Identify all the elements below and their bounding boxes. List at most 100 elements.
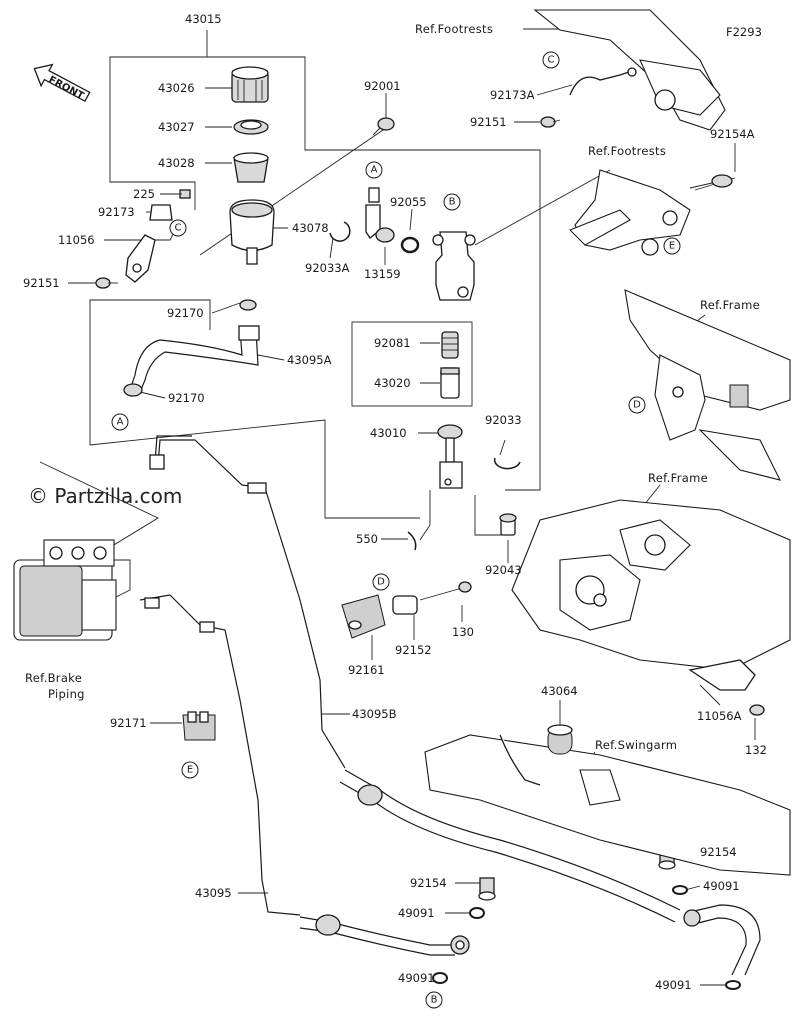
label-11056: 11056 bbox=[58, 233, 95, 247]
marker-C-top: C bbox=[542, 51, 560, 69]
hose-clamp-92170-top bbox=[239, 299, 257, 311]
washer-49091-low bbox=[432, 972, 448, 984]
bolt-92151-left bbox=[95, 277, 118, 289]
hose-43095B bbox=[339, 769, 681, 923]
marker-E-left: E bbox=[181, 761, 199, 779]
label-43028: 43028 bbox=[158, 156, 195, 170]
svg-text:A: A bbox=[117, 417, 124, 428]
label-43027: 43027 bbox=[158, 120, 195, 134]
marker-A-left: A bbox=[111, 413, 129, 431]
ref-frame-lower: Ref.Frame bbox=[648, 471, 708, 485]
washer-49091-mid bbox=[469, 907, 485, 919]
marker-C-left: C bbox=[169, 219, 187, 237]
svg-text:E: E bbox=[187, 765, 193, 776]
piston-43020 bbox=[440, 367, 460, 399]
marker-A-top: A bbox=[365, 161, 383, 179]
label-43095: 43095 bbox=[195, 886, 232, 900]
front-arrow-icon: FRONT bbox=[33, 63, 91, 102]
marker-B-top: B bbox=[443, 193, 461, 211]
part-labels: 43015 43026 43027 43028 225 92173 11056 … bbox=[23, 12, 767, 992]
collar-92152 bbox=[392, 595, 418, 615]
marker-B-bottom: B bbox=[425, 991, 443, 1009]
label-43015: 43015 bbox=[185, 12, 222, 26]
marker-D-right: D bbox=[628, 396, 646, 414]
label-43010: 43010 bbox=[370, 426, 407, 440]
diaphragm-plate-43027 bbox=[233, 119, 269, 135]
label-49091-low: 49091 bbox=[398, 971, 435, 985]
label-92081: 92081 bbox=[374, 336, 411, 350]
label-92151-top: 92151 bbox=[470, 115, 507, 129]
reservoir-tank-43078 bbox=[229, 199, 275, 265]
label-130: 130 bbox=[452, 625, 474, 639]
label-49091-br: 49091 bbox=[655, 978, 692, 992]
banjo-bolt-92154-mid bbox=[478, 877, 496, 901]
label-92161: 92161 bbox=[348, 663, 385, 677]
label-92151-left: 92151 bbox=[23, 276, 60, 290]
ref-brake-piping-line1: Ref.Brake bbox=[25, 671, 82, 685]
fitting-13159 bbox=[365, 187, 395, 243]
push-rod-43010 bbox=[437, 424, 463, 489]
label-225: 225 bbox=[133, 187, 155, 201]
figure-code: F2293 bbox=[726, 25, 762, 39]
brake-line-lower-43095 bbox=[139, 594, 458, 956]
label-92154-right: 92154 bbox=[700, 845, 737, 859]
svg-text:A: A bbox=[371, 165, 378, 176]
label-92171: 92171 bbox=[110, 716, 147, 730]
svg-text:B: B bbox=[449, 197, 456, 208]
label-92173A: 92173A bbox=[490, 88, 535, 102]
label-92154A: 92154A bbox=[710, 127, 755, 141]
circlip-92033 bbox=[493, 457, 521, 470]
marker-E-right: E bbox=[663, 237, 681, 255]
label-92154-mid: 92154 bbox=[410, 876, 447, 890]
hose-clamp-92170-bot bbox=[123, 383, 143, 397]
ref-swingarm: Ref.Swingarm bbox=[595, 738, 677, 752]
brake-line-upper bbox=[149, 435, 346, 769]
svg-text:D: D bbox=[633, 400, 641, 411]
reservoir-hose-43095A bbox=[129, 325, 260, 393]
marker-D-mid: D bbox=[372, 573, 390, 591]
label-550: 550 bbox=[356, 532, 378, 546]
footrest-mid-illustration bbox=[569, 169, 733, 256]
label-92043: 92043 bbox=[485, 563, 522, 577]
label-43095A: 43095A bbox=[287, 353, 332, 367]
washer-49091-right bbox=[672, 885, 688, 895]
pin-92043 bbox=[499, 513, 517, 536]
front-label: FRONT bbox=[47, 74, 86, 102]
master-cylinder-body bbox=[432, 231, 476, 301]
ref-frame-upper: Ref.Frame bbox=[700, 298, 760, 312]
cover-92161 bbox=[341, 594, 386, 639]
svg-text:E: E bbox=[669, 241, 675, 252]
reference-labels: F2293 Ref.Footrests Ref.Footrests Ref.Fr… bbox=[25, 22, 762, 752]
bracket-92173 bbox=[149, 204, 173, 221]
grommet-92171 bbox=[182, 711, 216, 741]
abs-unit bbox=[13, 539, 117, 641]
bolt-225 bbox=[175, 189, 191, 199]
label-43095B: 43095B bbox=[352, 707, 397, 721]
ref-footrests-top: Ref.Footrests bbox=[415, 22, 493, 36]
label-13159: 13159 bbox=[364, 267, 401, 281]
bracket-11056 bbox=[125, 234, 156, 283]
svg-text:C: C bbox=[548, 55, 555, 66]
svg-text:B: B bbox=[431, 995, 438, 1006]
label-43020: 43020 bbox=[374, 376, 411, 390]
label-49091-mid: 49091 bbox=[398, 906, 435, 920]
swingarm-illustration bbox=[424, 724, 791, 876]
bolt-92001 bbox=[372, 117, 395, 136]
label-11056A: 11056A bbox=[697, 709, 742, 723]
reservoir-cap-43026 bbox=[231, 66, 269, 103]
label-43078: 43078 bbox=[292, 221, 329, 235]
label-92173: 92173 bbox=[98, 205, 135, 219]
label-43026: 43026 bbox=[158, 81, 195, 95]
cotter-pin-550 bbox=[407, 531, 417, 551]
bolt-130 bbox=[419, 581, 472, 601]
label-92055: 92055 bbox=[390, 195, 427, 209]
label-92170-top: 92170 bbox=[167, 306, 204, 320]
frame-lower-illustration bbox=[511, 499, 791, 716]
oring-92055 bbox=[400, 236, 420, 254]
label-49091-right: 49091 bbox=[703, 879, 740, 893]
svg-text:D: D bbox=[377, 577, 385, 588]
circlip-92033A bbox=[329, 221, 351, 242]
footrest-top-illustration bbox=[533, 9, 726, 131]
label-92170-bot: 92170 bbox=[168, 391, 205, 405]
banjo-fitting-lower bbox=[450, 935, 470, 955]
